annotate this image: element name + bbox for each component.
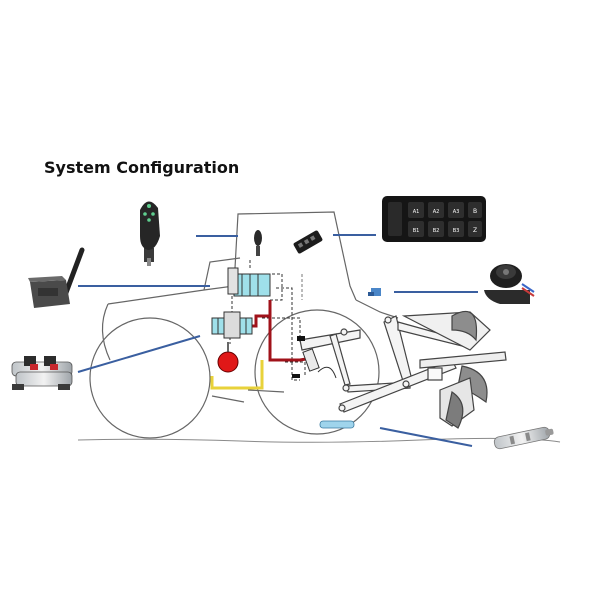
keypad-component: A1 A2 A3 B B1 B2 B3 Z [382,196,486,242]
pump [217,351,239,373]
rotary-sensor-small [368,288,381,296]
position-sensor-marker [297,336,305,341]
valve-bank-component [11,356,73,390]
cab-joystick [254,230,262,256]
page-title: System Configuration [44,158,240,177]
draft-pin-component [493,426,554,450]
tractor-outline [101,211,399,403]
leader-lines [77,234,478,447]
joystick-component [140,201,160,266]
draft-sensor-marker [292,374,300,378]
key-label: B [473,208,477,215]
rear-wheel [254,309,380,435]
key-label: A1 [413,209,420,215]
key-label: B3 [453,228,460,234]
control-valve [211,311,253,346]
key-label: A3 [453,209,460,215]
hitch-linkage [299,315,471,413]
key-label: Z [473,227,477,234]
ecu [227,267,271,297]
front-wheel [89,317,211,439]
rotary-sensor-component [484,264,535,304]
ground-line [77,437,561,443]
cab-keypad [293,230,323,254]
drain-line [210,360,264,390]
key-label: B2 [433,228,440,234]
key-label: B1 [413,228,420,234]
plough [401,310,507,429]
joystick-button-icon [147,204,151,208]
lift-cylinder [302,348,337,379]
wireless-module-component [28,247,85,308]
key-label: A2 [433,209,440,215]
keypad-keys: A1 A2 A3 B B1 B2 B3 Z [408,202,482,237]
draft-pin-small [319,420,355,429]
